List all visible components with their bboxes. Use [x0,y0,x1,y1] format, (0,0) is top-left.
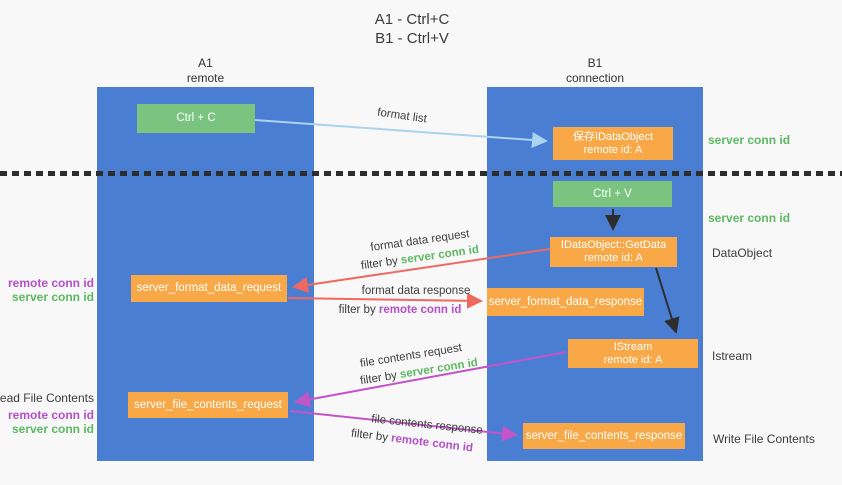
save-idataobject-line1: 保存IDataObject [572,130,654,143]
server-format-data-response-node: server_format_data_response [487,288,644,316]
conn-id-block-bottom: Read File Contents remote conn id server… [0,391,94,436]
lane-a-subtitle: remote [186,71,225,85]
lane-b-name: B1 [587,56,603,70]
lane-b-subtitle: connection [565,71,625,85]
conn-id-block-mid: remote conn id server conn id [8,276,94,304]
remote-conn-id-label-bottom: remote conn id [7,408,94,422]
format-data-request-arrow [292,248,551,293]
lane-a-name: A1 [198,56,213,70]
server-conn-id-label-mid: server conn id [708,211,791,225]
diagram-title: A1 - Ctrl+C B1 - Ctrl+V [375,10,450,48]
format-data-response-arrow [287,292,483,309]
istream-side-label: Istream [712,349,753,363]
write-file-contents-label: Write File Contents [713,432,815,446]
server-file-contents-request-node: server_file_contents_request [128,392,288,418]
istream-line2: remote id: A [603,353,663,366]
istream-line1: IStream [613,340,653,353]
format-data-response-label: format data response [361,285,471,297]
format-data-response-filter-label: filter by remote conn id [338,304,462,316]
format-list-arrow [254,119,548,148]
idataobject-getdata-node: IDataObject::GetData remote id: A [550,237,677,267]
getdata-line1: IDataObject::GetData [560,239,667,251]
phase-separator-line [0,171,842,176]
lane-a-header: A1 remote [97,56,314,86]
lane-b-header: B1 connection [487,56,703,86]
server-file-contents-response-node: server_file_contents_response [523,423,685,449]
ctrl-c-label: Ctrl + C [176,112,216,124]
istream-node: IStream remote id: A [568,339,698,368]
server-conn-id-label-top: server conn id [708,133,791,147]
save-idataobject-node: 保存IDataObject remote id: A [553,127,673,160]
getdata-to-istream-arrow [655,267,680,334]
ctrl-c-node: Ctrl + C [137,104,255,133]
title-line-paste: B1 - Ctrl+V [375,30,449,47]
title-line-copy: A1 - Ctrl+C [374,11,450,28]
ctrl-v-label: Ctrl + V [593,187,632,200]
file-contents-response-arrow [289,410,518,442]
dataobject-label: DataObject [712,246,773,260]
server-file-contents-response-label: server_file_contents_response [525,429,683,442]
server-conn-id-label-bottom: server conn id [11,422,94,436]
save-idataobject-line2: remote id: A [583,143,643,156]
server-file-contents-request-label: server_file_contents_request [134,398,282,411]
read-file-contents-label: Read File Contents [0,391,94,405]
ctrl-v-node: Ctrl + V [553,181,672,207]
getdata-line2: remote id: A [584,252,643,264]
server-format-data-request-label: server_format_data_request [136,282,282,294]
server-conn-id-label-left-mid: server conn id [11,290,94,304]
remote-conn-id-label-mid: remote conn id [7,276,94,290]
file-contents-request-arrow [294,351,567,408]
server-format-data-response-label: server_format_data_response [488,295,643,308]
server-format-data-request-node: server_format_data_request [131,275,287,302]
